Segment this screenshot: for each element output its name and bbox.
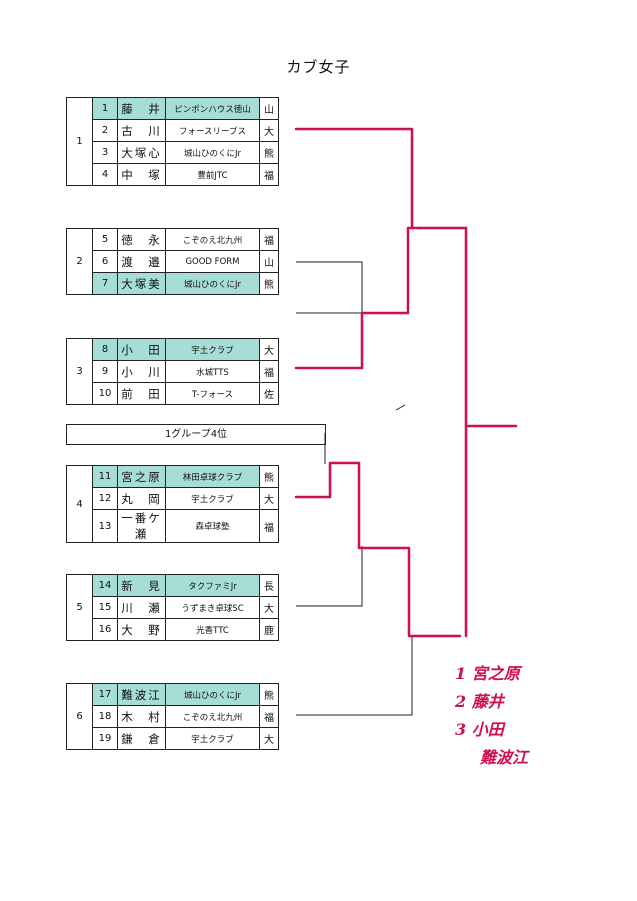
handwritten-result-2: 2 藤井 <box>455 692 504 711</box>
seed-number: 16 <box>92 618 118 641</box>
prefecture: 熊 <box>259 272 279 295</box>
player-name: 川 瀬 <box>117 596 166 619</box>
prefecture: 福 <box>259 509 279 543</box>
group-number: 2 <box>66 228 93 295</box>
seed-number: 7 <box>92 272 118 295</box>
club-name: 森卓球塾 <box>165 509 260 543</box>
player-name: 新 見 <box>117 574 166 597</box>
club-name: 城山ひのくにJr <box>165 272 260 295</box>
handwritten-result-3: 3 小田 <box>455 720 504 739</box>
page-title: カブ女子 <box>286 58 351 76</box>
prefecture: 鹿 <box>259 618 279 641</box>
bracket-lines-printed <box>296 261 413 716</box>
seed-number: 14 <box>92 574 118 597</box>
seed-number: 8 <box>92 338 118 361</box>
player-name: 小 田 <box>117 338 166 361</box>
player-name: 前 田 <box>117 382 166 405</box>
prefecture: 佐 <box>259 382 279 405</box>
player-name: 大塚美 <box>117 272 166 295</box>
group-number: 3 <box>66 338 93 405</box>
player-name: 中 塚 <box>117 163 166 186</box>
player-name: 難波江 <box>117 683 166 706</box>
bracket-lines-winners <box>294 127 518 638</box>
player-name: 徳 永 <box>117 228 166 251</box>
prefecture: 大 <box>259 338 279 361</box>
prefecture: 福 <box>259 163 279 186</box>
club-name: 城山ひのくにJr <box>165 683 260 706</box>
handwritten-result-1: 1 宮之原 <box>455 664 520 683</box>
player-name: 丸 岡 <box>117 487 166 510</box>
seed-number: 13 <box>92 509 118 543</box>
club-name: タクファミJr <box>165 574 260 597</box>
group-number: 4 <box>66 465 93 543</box>
prefecture: 大 <box>259 727 279 750</box>
seed-number: 1 <box>92 97 118 120</box>
club-name: 宇土クラブ <box>165 727 260 750</box>
handwritten-result-3b: 難波江 <box>480 748 529 767</box>
player-name: 小 川 <box>117 360 166 383</box>
player-name: 一番ケ瀬 <box>117 509 166 543</box>
seed-number: 4 <box>92 163 118 186</box>
